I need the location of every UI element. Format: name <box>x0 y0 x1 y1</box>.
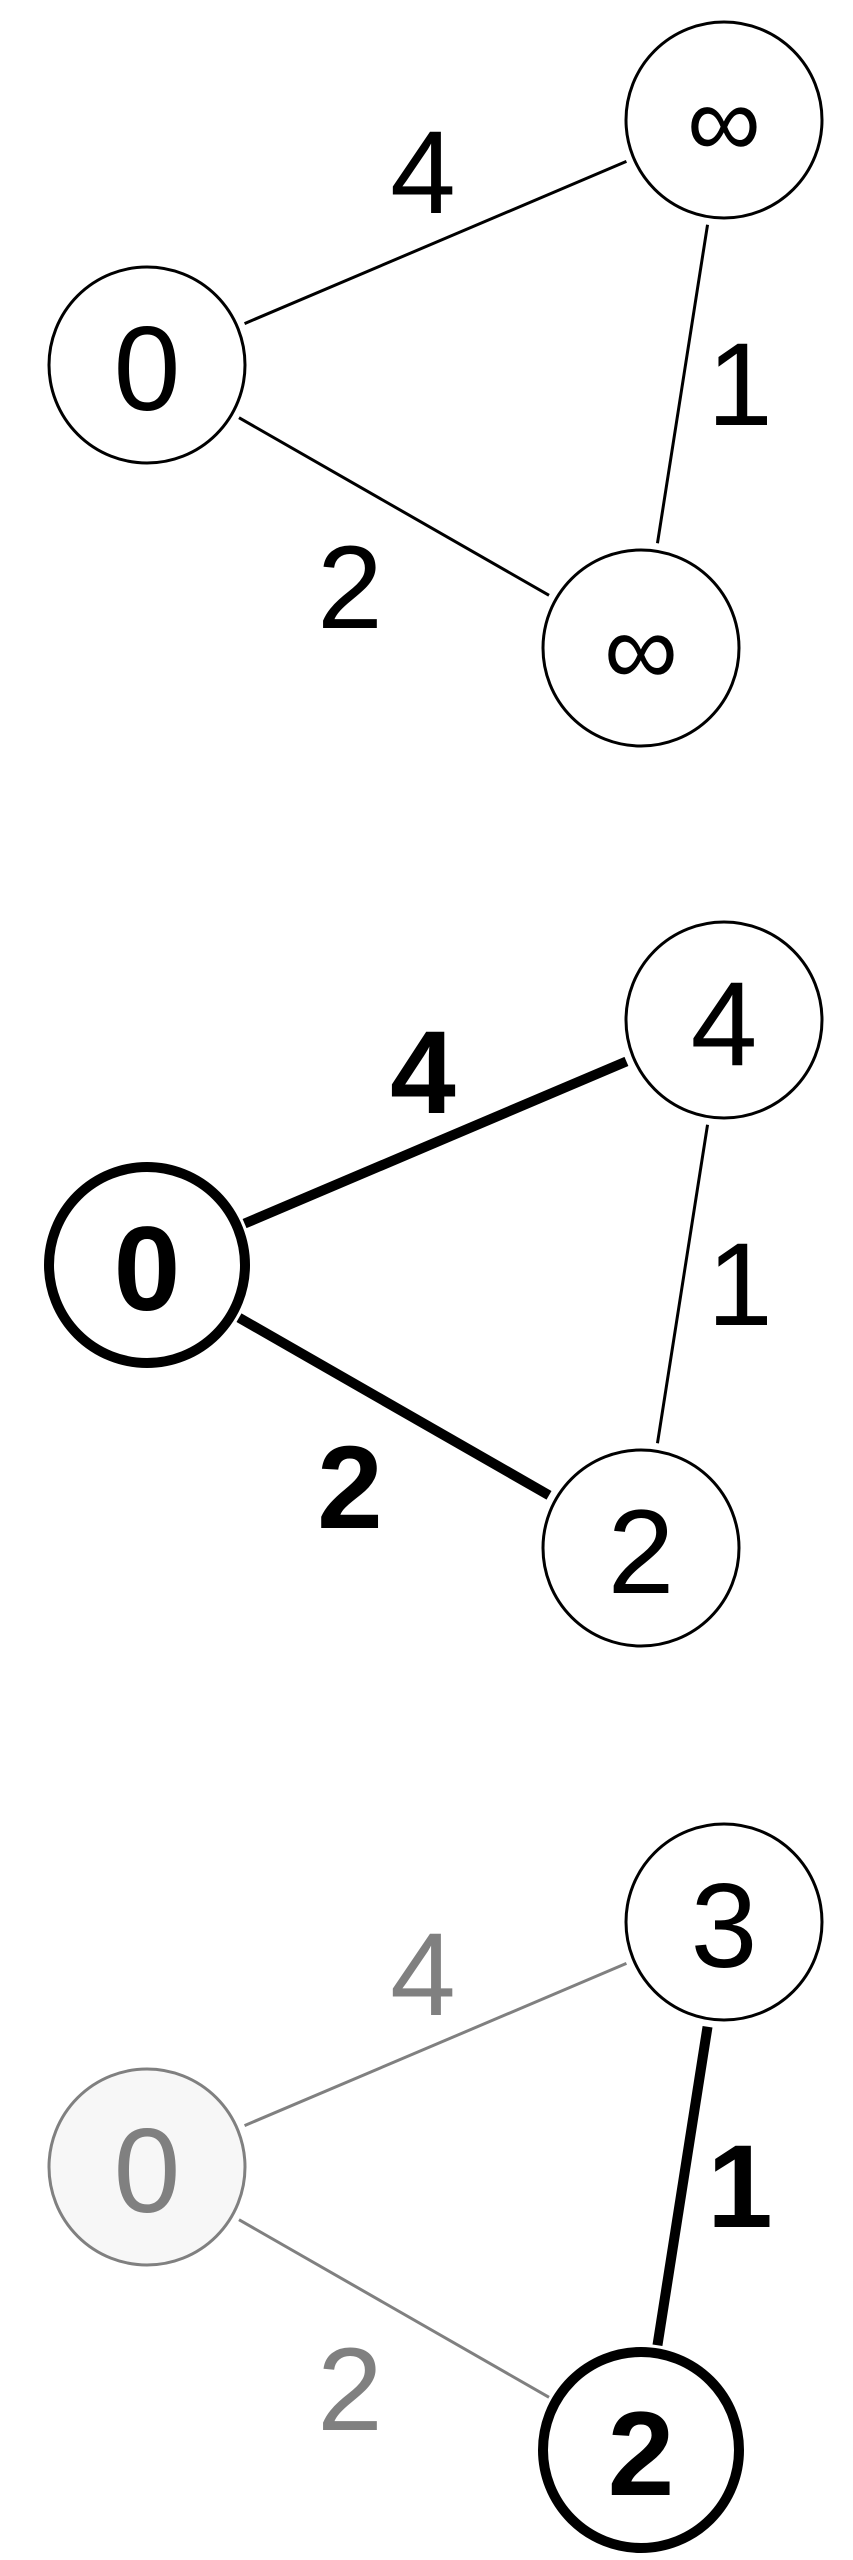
graph-node: 4 <box>624 920 824 1120</box>
edge-weight-label: 4 <box>390 107 456 239</box>
node-circle <box>541 1448 741 1648</box>
node-circle <box>44 1162 250 1368</box>
edge-line <box>236 1313 552 1500</box>
graph-panel: 4 2 1 0 ∞ ∞ <box>47 20 824 748</box>
graph-node: 3 <box>624 1822 824 2022</box>
graph-node: 2 <box>538 2347 744 2553</box>
graph-node: 0 <box>47 2067 247 2267</box>
edge-weight-label: 2 <box>317 1422 383 1554</box>
node-circle <box>624 1822 824 2022</box>
node-circle <box>538 2347 744 2553</box>
edge-line <box>243 1962 628 2127</box>
edge-weight-label: 4 <box>390 1007 456 1139</box>
graph-node: 0 <box>47 265 247 465</box>
node-distance-label: 2 <box>608 2387 675 2521</box>
node-circle <box>624 920 824 1120</box>
node-distance-label: 2 <box>608 1485 675 1619</box>
edge-line <box>655 1124 710 1444</box>
node-circle <box>541 548 741 748</box>
node-distance-label: 0 <box>114 1202 181 1336</box>
node-distance-label: ∞ <box>687 64 761 180</box>
edge-line <box>243 160 628 325</box>
node-distance-label: ∞ <box>604 592 678 708</box>
edge-weight-label: 2 <box>317 522 383 654</box>
edge-line <box>238 2218 550 2399</box>
node-circle <box>47 265 247 465</box>
edge-line <box>655 224 710 544</box>
node-distance-label: 0 <box>114 2104 181 2238</box>
graph-panel: 4 2 1 0 3 2 <box>47 1822 824 2553</box>
node-distance-label: 4 <box>691 957 758 1091</box>
node-distance-label: 3 <box>691 1859 758 1993</box>
graph-panel: 4 2 1 0 4 2 <box>44 920 824 1648</box>
graph-node: 2 <box>541 1448 741 1648</box>
edge-weight-label: 2 <box>317 2324 383 2456</box>
node-circle <box>624 20 824 220</box>
edge-line <box>652 2025 713 2347</box>
graph-node: 0 <box>44 1162 250 1368</box>
edge-line <box>238 416 550 597</box>
edge-weight-label: 1 <box>707 319 773 451</box>
node-distance-label: 0 <box>114 302 181 436</box>
graph-node: ∞ <box>624 20 824 220</box>
edge-weight-label: 4 <box>390 1909 456 2041</box>
edge-weight-label: 1 <box>707 1219 773 1351</box>
edge-line <box>242 1056 629 1229</box>
edge-weight-label: 1 <box>707 2121 773 2253</box>
graph-node: ∞ <box>541 548 741 748</box>
node-circle <box>47 2067 247 2267</box>
